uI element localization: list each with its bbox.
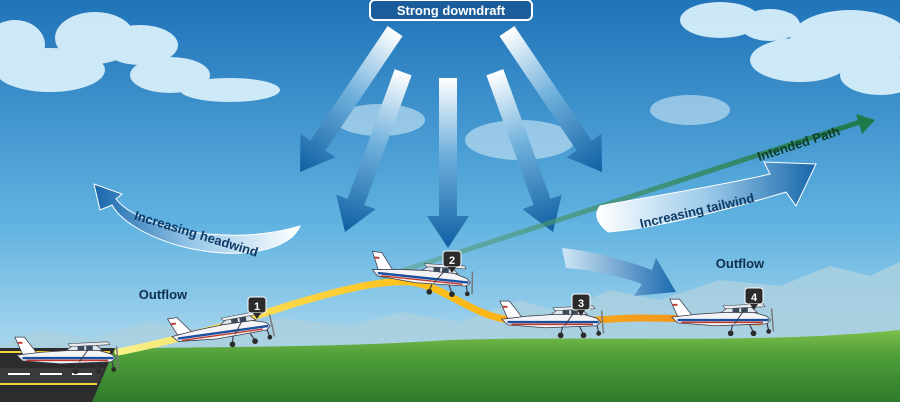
marker-4: 4 xyxy=(751,292,758,304)
marker-1: 1 xyxy=(254,301,260,313)
outflow-label-left: Outflow xyxy=(139,287,188,302)
outflow-label-right: Outflow xyxy=(716,256,765,271)
title-box: Strong downdraft xyxy=(370,0,532,20)
marker-2: 2 xyxy=(449,255,455,267)
diagram-title: Strong downdraft xyxy=(397,3,506,18)
marker-3: 3 xyxy=(578,298,584,310)
